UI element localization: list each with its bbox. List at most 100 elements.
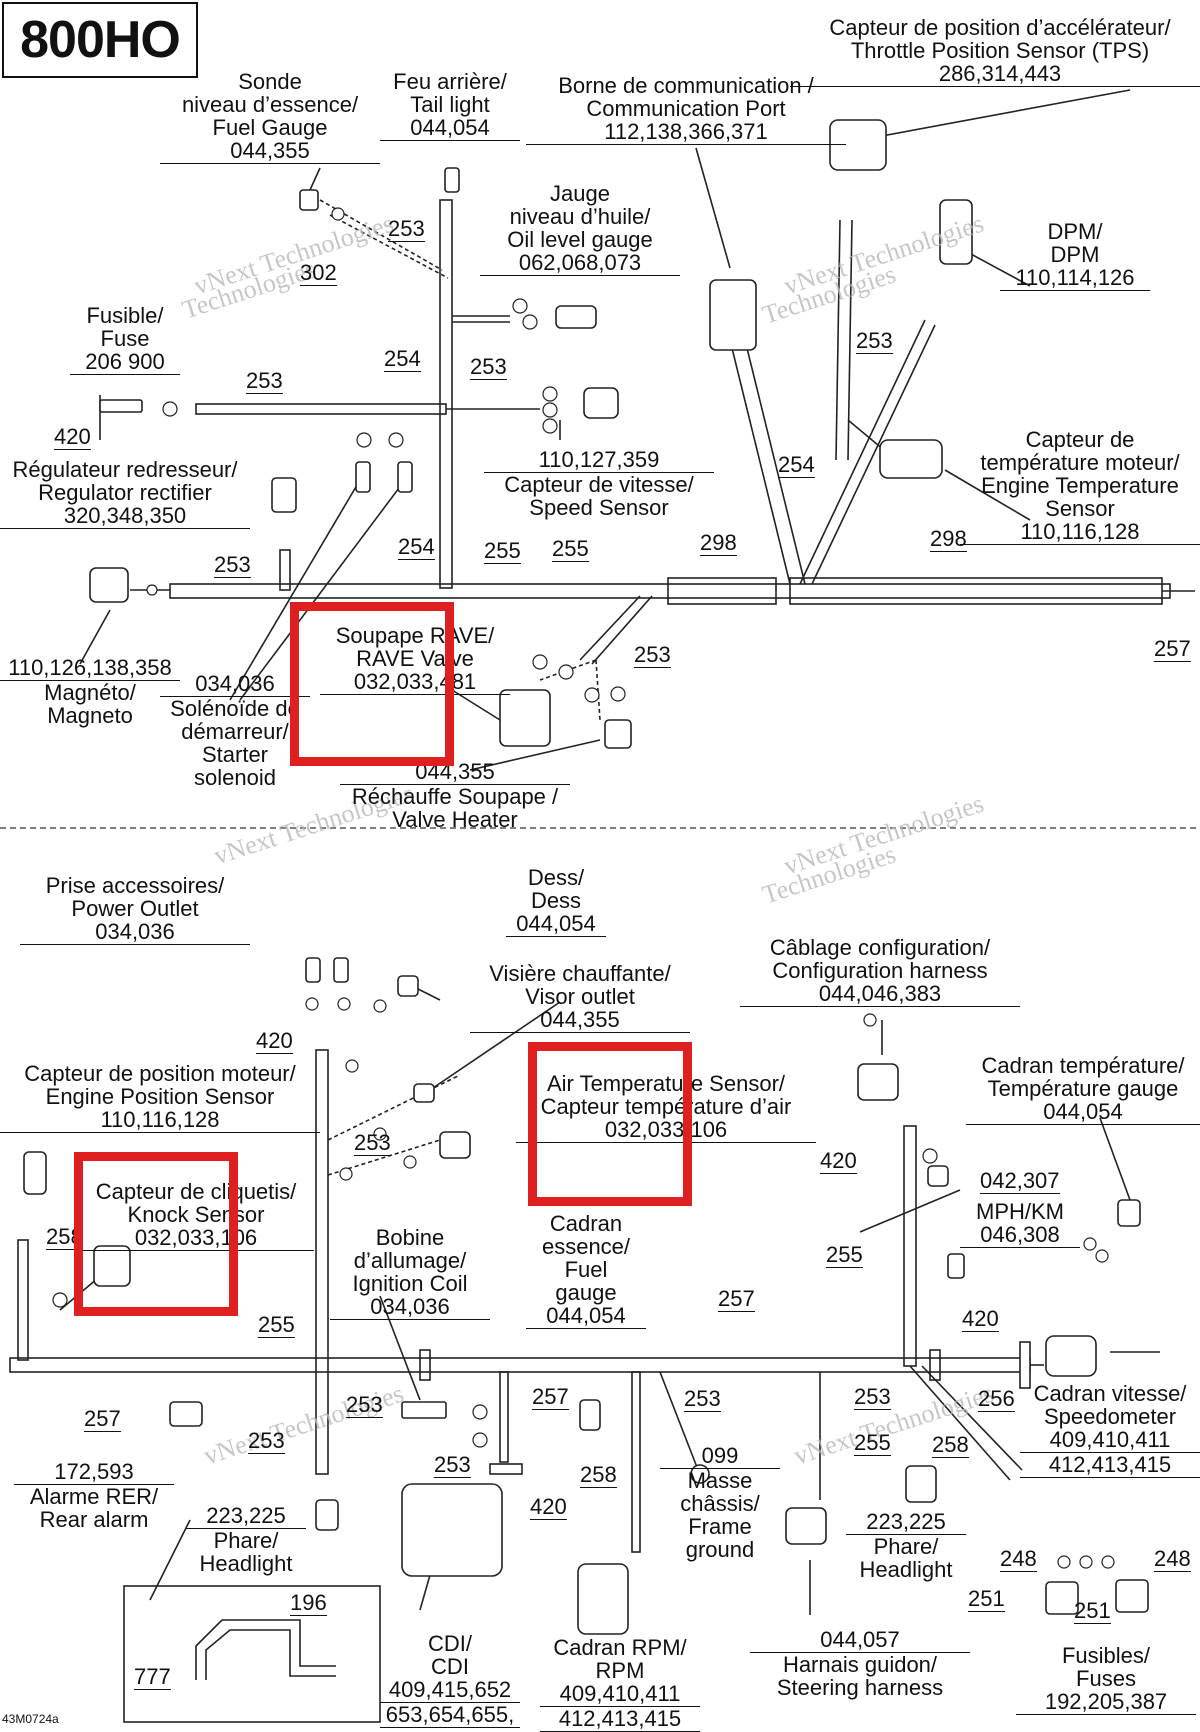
part-code: 062,068,073 [480, 251, 680, 276]
component-name-line: Tail light [410, 92, 490, 117]
component-name-line: Starter [201, 742, 269, 767]
component-name-line: Sensor [1045, 496, 1115, 521]
component-name-line: niveau d’huile/ [509, 204, 651, 229]
wire-ref: 253 [854, 1384, 891, 1410]
component-name-line: Bobine [375, 1225, 445, 1250]
component-name-line: Alarme RER/ [29, 1484, 159, 1509]
component-name-line: Fuses [1076, 1666, 1136, 1691]
part-code: 409,410,411 [540, 1682, 700, 1707]
part-code: 034,036 [160, 672, 310, 697]
part-code: 206 900 [70, 350, 180, 375]
component-name-line: Communication Port [586, 96, 786, 121]
component-name-line: Capteur de position moteur/ [24, 1061, 296, 1086]
wire-ref: 777 [134, 1664, 171, 1690]
part-code: 223,225 [186, 1504, 306, 1529]
component-name-line: Sonde [238, 69, 302, 94]
component-name-line: d’allumage/ [353, 1248, 467, 1273]
wire-ref: 258 [580, 1462, 617, 1488]
component-name-line: Jauge [550, 181, 610, 206]
part-code: 044,054 [506, 912, 606, 937]
wire-ref: 248 [1154, 1546, 1191, 1572]
component-name-line: Masse [687, 1468, 753, 1493]
label-engine-position: Capteur de position moteur/Engine Positi… [0, 1062, 320, 1133]
component-name-line: Câblage configuration/ [769, 935, 991, 960]
part-code: 110,127,359 [484, 448, 714, 473]
part-code: 409,415,652 [380, 1678, 520, 1703]
wire-ref: 253 [856, 328, 893, 354]
wire-ref: 257 [84, 1406, 121, 1432]
wire-ref: 255 [552, 536, 589, 562]
part-code: 110,116,128 [0, 1108, 320, 1133]
part-code: 044,057 [750, 1628, 970, 1653]
component-name-line: essence/ [541, 1234, 631, 1259]
component-name-line: Headlight [199, 1551, 293, 1576]
part-code: 032,033,106 [516, 1118, 816, 1143]
component-name-line: Capteur de [1025, 427, 1135, 452]
component-name-line: Fuse [100, 326, 150, 351]
part-code: 044,355 [470, 1008, 690, 1033]
component-name-line: Cadran [549, 1211, 623, 1236]
component-name-line: Capteur de vitesse/ [504, 472, 694, 497]
label-air-temp: Air Temperature Sensor/Capteur températu… [516, 1072, 816, 1143]
part-code: 044,054 [526, 1304, 646, 1329]
part-code: 034,036 [20, 920, 250, 945]
part-code: 099 [660, 1444, 780, 1469]
component-name-line: Visière chauffante/ [489, 961, 671, 986]
wire-ref: 248 [1000, 1546, 1037, 1572]
component-name-line: Engine Position Sensor [45, 1084, 275, 1109]
component-name-line: Capteur de position d’accélérateur/ [829, 15, 1171, 40]
part-code: 032,033,481 [320, 670, 510, 695]
component-name-line: Borne de communication / [558, 73, 814, 98]
highlight-knock-sensor [74, 1152, 238, 1316]
component-name-line: Visor outlet [525, 984, 635, 1009]
wire-ref: 253 [634, 642, 671, 668]
component-name-line: châssis/ [680, 1491, 760, 1516]
wire-ref: 253 [470, 354, 507, 380]
wire-ref: 042,307 [980, 1168, 1060, 1194]
wire-ref: 298 [700, 530, 737, 556]
wire-ref: 420 [820, 1148, 857, 1174]
component-name-line: Température gauge [987, 1076, 1179, 1101]
component-name-line: Fuel Gauge [212, 115, 328, 140]
part-code: 409,410,411 [1020, 1428, 1200, 1453]
component-name-line: Prise accessoires/ [45, 873, 225, 898]
part-code: 044,054 [966, 1100, 1200, 1125]
part-code: 044,054 [380, 116, 520, 141]
part-code: 653,654,655, [380, 1703, 520, 1728]
part-code: 046,308 [960, 1223, 1080, 1248]
component-name-line: CDI [431, 1654, 469, 1679]
component-name-line: DPM/ [1047, 219, 1103, 244]
wire-ref: 257 [1154, 636, 1191, 662]
component-name-line: Air Temperature Sensor/ [546, 1071, 786, 1096]
wire-ref: 257 [718, 1286, 755, 1312]
component-name-line: température moteur/ [980, 450, 1180, 475]
component-name-line: Throttle Position Sensor (TPS) [850, 38, 1150, 63]
component-name-line: Fusibles/ [1061, 1643, 1151, 1668]
component-name-line: Dess/ [527, 865, 585, 890]
wire-ref: 302 [300, 260, 337, 286]
component-name-line: Phare/ [213, 1528, 279, 1553]
part-code: 112,138,366,371 [526, 120, 846, 145]
component-name-line: Feu arrière/ [393, 69, 507, 94]
component-name-line: DPM [1050, 242, 1100, 267]
part-code: 223,225 [846, 1510, 966, 1535]
component-name-line: Cadran température/ [981, 1053, 1185, 1078]
component-name-line: Steering harness [776, 1675, 944, 1700]
part-code: 412,413,415 [540, 1707, 700, 1732]
component-name-line: niveau d’essence/ [181, 92, 359, 117]
component-name-line: Solénoïde de [170, 696, 300, 721]
